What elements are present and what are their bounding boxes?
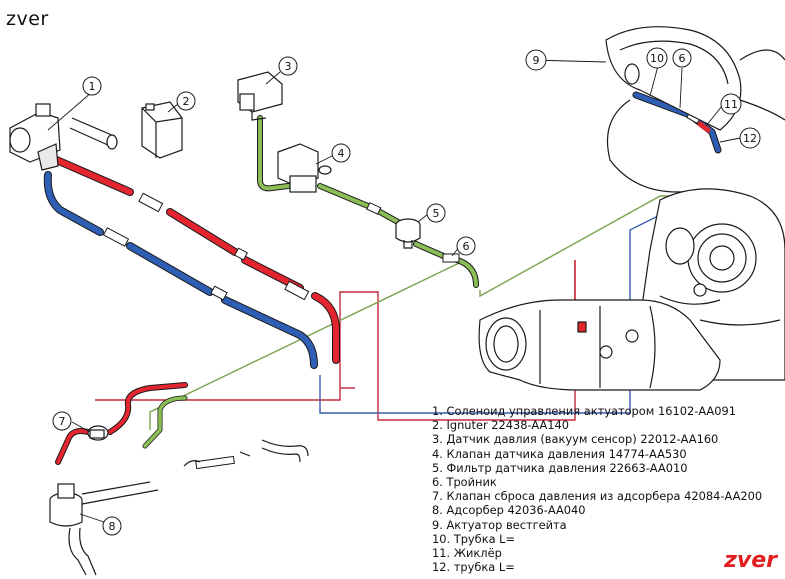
callouts: 1 2 3 4 5 6 7 8 [52, 47, 761, 536]
hoses [43, 91, 722, 465]
filter-5 [395, 218, 421, 249]
pressure-sensor-3 [237, 71, 283, 121]
callout-6b: 6 [672, 48, 692, 68]
watermark-bottom: zver [724, 548, 777, 573]
connector [102, 227, 130, 247]
connector [284, 280, 310, 301]
callout-2: 2 [176, 91, 196, 111]
connector [138, 192, 164, 213]
canister-8 [49, 481, 159, 576]
solenoid-1 [9, 103, 118, 171]
connector [195, 455, 235, 470]
callout-9: 9 [525, 49, 547, 71]
callout-11: 11 [720, 93, 742, 115]
watermark-top: zver [6, 8, 49, 30]
intake-pipe [478, 299, 721, 391]
loose-hoses [183, 439, 309, 467]
parts-legend: 1. Соленоид управления актуатором 16102-… [432, 404, 762, 574]
svg-text:11: 11 [724, 98, 738, 111]
legend-item: 4. Клапан датчика давления 14774-AA530 [432, 446, 687, 461]
svg-text:7: 7 [59, 415, 66, 428]
legend-item: 12. трубка L= [432, 560, 515, 575]
blue-routing-line [319, 204, 681, 414]
red-routing-line [95, 260, 576, 421]
svg-text:9: 9 [533, 54, 540, 67]
svg-text:4: 4 [338, 147, 345, 160]
svg-text:3: 3 [285, 60, 292, 73]
legend-item: 10. Трубка L= [432, 531, 516, 546]
legend-item: 6. Тройник [432, 475, 497, 490]
legend-item: 3. Датчик давлия (вакуум сенсор) 22012-A… [432, 432, 719, 447]
callout-10: 10 [646, 47, 668, 69]
callout-1: 1 [82, 76, 102, 96]
callout-5: 5 [426, 203, 446, 223]
legend-item: 11. Жиклёр [432, 546, 502, 561]
connector [366, 202, 382, 215]
callout-12: 12 [739, 127, 761, 149]
legend-item: 7. Клапан сброса давления из адсорбера 4… [432, 489, 763, 504]
callout-4: 4 [331, 143, 351, 163]
red-hose-fill [49, 155, 339, 363]
svg-text:6: 6 [679, 52, 686, 65]
legend-item: 1. Соленоид управления актуатором 16102-… [432, 404, 736, 418]
legend-item: 5. Фильтр датчика давления 22663-AA010 [432, 460, 688, 475]
callout-6: 6 [456, 236, 476, 256]
connector [210, 285, 228, 301]
igniter-2 [141, 101, 183, 159]
wastegate-actuator-9 [605, 26, 785, 193]
svg-text:8: 8 [109, 520, 116, 533]
purge-valve-7 [87, 425, 109, 441]
green-hose-fill [258, 116, 478, 287]
svg-text:12: 12 [743, 132, 757, 145]
svg-text:5: 5 [433, 207, 440, 220]
legend-item: 2. Ignuter 22438-AA140 [432, 418, 570, 433]
svg-text:6: 6 [463, 240, 470, 253]
legend-item: 8. Адсорбер 42036-AA040 [432, 503, 586, 518]
lower-green-hose-fill [143, 396, 187, 448]
connector [234, 247, 248, 261]
actuator-red-jet [697, 121, 711, 133]
svg-text:10: 10 [650, 52, 664, 65]
tee-fitting [442, 253, 460, 263]
blue-hose-fill [44, 172, 317, 368]
sensor-valve-4 [277, 143, 332, 193]
callout-7: 7 [52, 411, 72, 431]
callout-8: 8 [102, 516, 122, 536]
svg-text:2: 2 [183, 95, 190, 108]
blue-hose [43, 171, 318, 369]
lower-red-hose-fill [56, 383, 187, 464]
callout-3: 3 [278, 56, 298, 76]
hose-connectors [102, 110, 702, 470]
svg-text:1: 1 [89, 80, 96, 93]
legend-item: 9. Актуатор вестгейта [432, 517, 567, 532]
